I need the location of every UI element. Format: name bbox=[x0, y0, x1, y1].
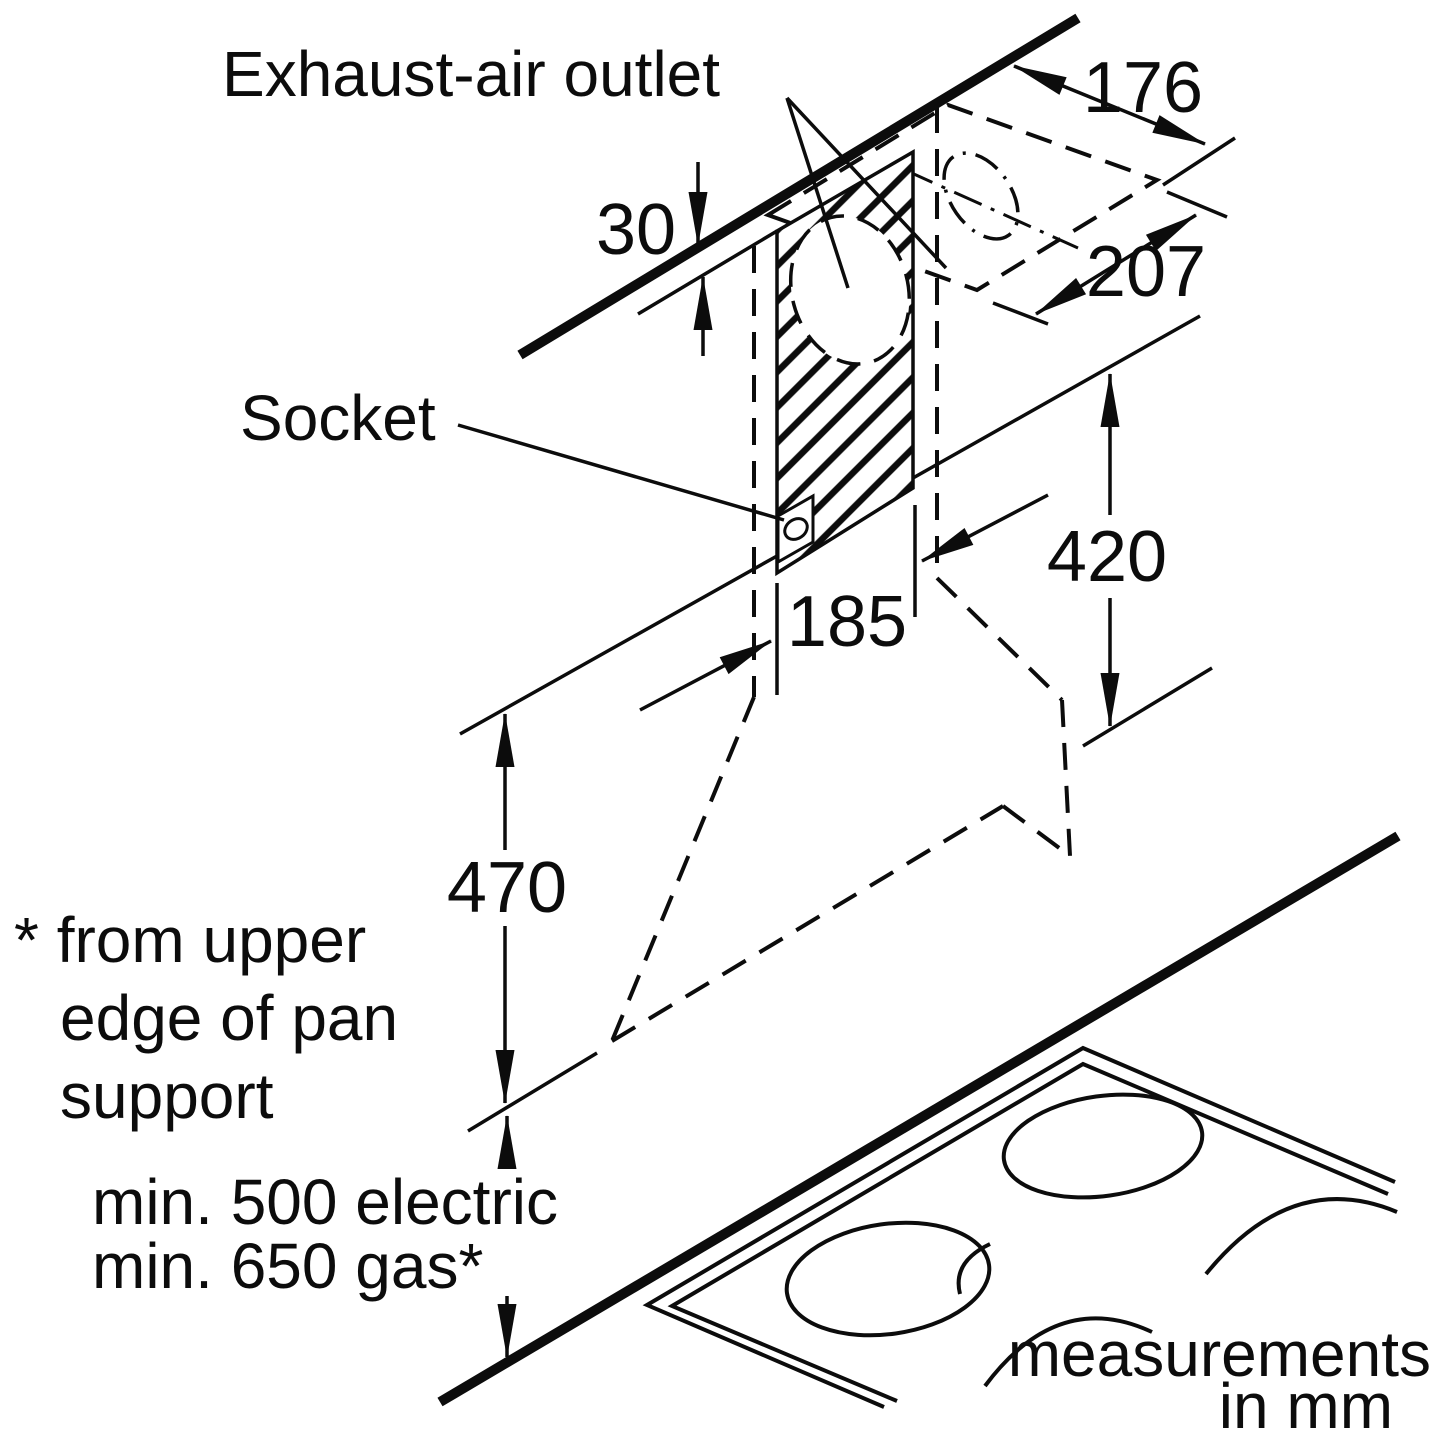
footnote-line-3: support bbox=[60, 1060, 274, 1132]
burner-arc-bottom bbox=[983, 1316, 1153, 1388]
dimension-185 bbox=[639, 493, 1049, 712]
socket-symbol bbox=[776, 493, 815, 565]
footnote-line-1: * from upper bbox=[14, 904, 367, 976]
wall-reference-lines bbox=[459, 229, 1201, 736]
duct-hole bbox=[788, 214, 912, 366]
dim-185-value: 185 bbox=[786, 582, 908, 662]
worktop-line bbox=[437, 831, 1401, 1407]
burner-front bbox=[784, 1220, 992, 1338]
mounting-plate bbox=[775, 148, 915, 577]
leader-lines bbox=[457, 96, 948, 522]
dim-420-value: 420 bbox=[1046, 517, 1168, 597]
clearance-gas-label: min. 650 gas* bbox=[92, 1230, 484, 1302]
socket-leader bbox=[457, 423, 785, 522]
socket-label: Socket bbox=[240, 382, 436, 454]
hood-bottom-level-line bbox=[467, 666, 1213, 1133]
dim-470-value: 470 bbox=[446, 848, 568, 928]
units-note-line-2: in mm bbox=[1218, 1370, 1393, 1442]
exhaust-leader-to-plate bbox=[785, 97, 850, 289]
exhaust-leader-to-ceiling bbox=[785, 96, 948, 270]
cooktop bbox=[437, 831, 1401, 1409]
hob-inner-edge bbox=[667, 1061, 1389, 1403]
clearance-electric-label: min. 500 electric bbox=[92, 1166, 558, 1238]
ceiling-outlet-hole bbox=[904, 151, 1079, 250]
burner-arc-small bbox=[956, 1242, 991, 1295]
burner-rear bbox=[1001, 1092, 1205, 1200]
exhaust-outlet-label: Exhaust-air outlet bbox=[222, 38, 721, 110]
dimension-176 bbox=[1013, 64, 1236, 187]
dimension-30 bbox=[688, 162, 713, 356]
duct-center-line bbox=[904, 168, 1079, 250]
burner-arc-right bbox=[1204, 1197, 1398, 1276]
hood-hidden-outline bbox=[610, 106, 1072, 1043]
dim-207-value: 207 bbox=[1085, 232, 1207, 312]
footnote-line-2: edge of pan bbox=[60, 982, 399, 1054]
ceiling-line bbox=[517, 13, 1081, 360]
dimension-207 bbox=[992, 190, 1228, 326]
dim-176-value: 176 bbox=[1082, 48, 1204, 128]
dim-30-value: 30 bbox=[595, 190, 677, 270]
units-note-line-1: measurements bbox=[1007, 1318, 1431, 1390]
hob-outer-edge bbox=[642, 1045, 1396, 1409]
